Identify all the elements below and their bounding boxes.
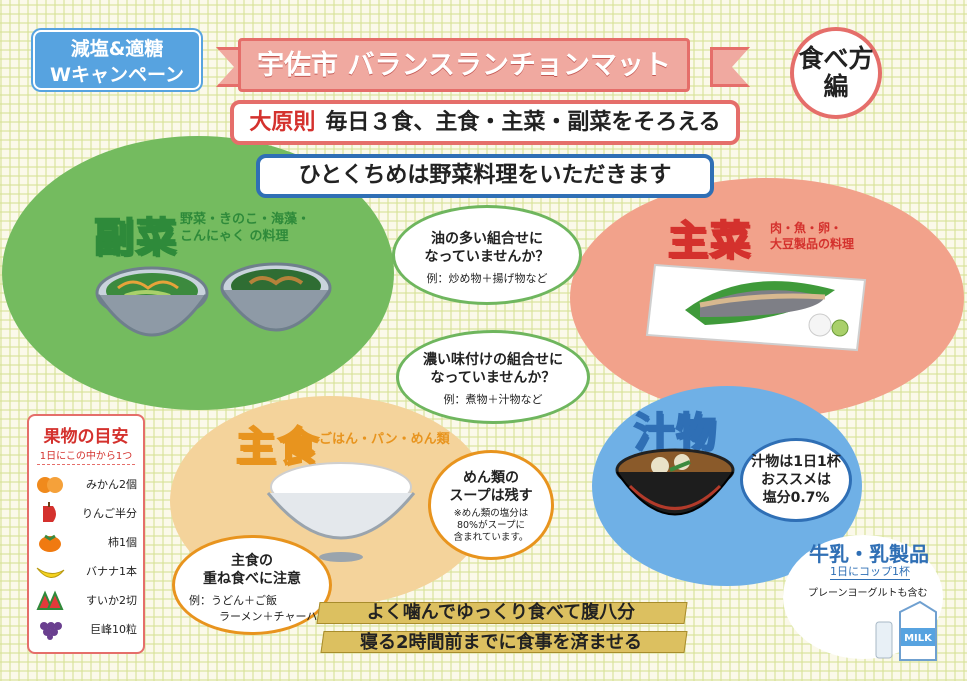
soup-bubble-line2: おススメは [761,472,831,488]
fukusai-sub1: 野菜・きのこ・海藻・ [180,212,311,227]
fruit-label: 柿1個 [108,535,137,549]
noodle-soup-bubble: めん類の スープは残す ※めん類の塩分は 80%がスープに 含まれています。 [428,450,554,560]
double-bubble-line2: 重ね食べに注意 [203,571,301,587]
oil-bubble-line2: なっていませんか？ [424,249,550,265]
fukusai-title: 副菜 [93,214,178,262]
howto-badge: 食べ方 編 [790,27,882,119]
noodle-note1: ※めん類の塩分は [453,508,529,519]
principle-box: 大原則毎日３食、主食・主菜・副菜をそろえる [230,100,740,145]
fruit-row: みかん2個 [29,469,143,498]
shusai-sub1: 肉・魚・卵・ [770,221,843,235]
watermelon-icon [35,589,65,611]
slogan-line1: よく噛んでゆっくり食べて腹八分 [366,602,636,623]
strong-bubble-example: 例：煮物＋汁物など [443,393,543,406]
strong-flavor-bubble: 濃い味付けの組合せに なっていませんか？ 例：煮物＋汁物など [396,330,590,424]
shusai-subtitle: 肉・魚・卵・ 大豆製品の料理 [770,220,854,252]
fruit-label: バナナ1本 [86,564,137,578]
principle-text: 毎日３食、主食・主菜・副菜をそろえる [325,110,721,135]
soup-bubble-line1: 汁物は1日1杯 [751,454,841,470]
veg-first-box: ひとくちめは野菜料理をいただきます [256,154,714,198]
principle-label: 大原則 [249,110,316,135]
soup-bubble-line3: 塩分0.7% [762,490,830,506]
milk-carton-label: MILK [904,633,933,644]
fruit-label: 巨峰10粒 [90,622,137,636]
noodle-note2: 80%がスープに [456,520,526,531]
noodle-bubble-note: ※めん類の塩分は 80%がスープに 含まれています。 [431,508,551,544]
fruit-row: すいか2切 [29,585,143,614]
banana-icon [35,560,65,582]
fruit-label: りんご半分 [82,506,137,520]
strong-bubble-line1: 濃い味付けの組合せに [423,352,563,368]
fruit-row: バナナ1本 [29,556,143,585]
miso-soup-bowl-icon [615,448,735,516]
fruit-label: みかん2個 [86,477,137,491]
apple-icon [35,501,65,524]
noodle-bubble-line1: めん類の [463,470,519,486]
campaign-line1: 減塩&適糖 [70,38,164,60]
double-bubble-ex1: 例：うどん＋ご飯 [189,594,277,607]
fukusai-subtitle: 野菜・きのこ・海藻・ こんにゃく の料理 [180,211,310,245]
milk-note: プレーンヨーグルトも含む [808,588,928,599]
rice-bowl-icon [266,462,416,562]
shushoku-title: 主食 [235,423,320,471]
double-staple-bubble: 主食の 重ね食べに注意 例：うどん＋ご飯 ラーメン＋チャーハン [172,535,332,635]
shusai-sub2: 大豆製品の料理 [770,237,855,251]
campaign-line2: Wキャンペーン [49,64,184,86]
milk-title: 牛乳・乳製品 [809,542,929,566]
howto-line1: 食べ方 [798,44,874,73]
fruit-subtitle: 1日にこの中から1つ [37,447,135,465]
milk-carton-icon: MILK [875,600,937,661]
fukusai-sub2: こんにゃく の料理 [180,229,289,244]
fruit-row: りんご半分 [29,498,143,527]
campaign-badge: 減塩&適糖 Wキャンペーン [33,30,201,90]
shusai-title: 主菜 [667,217,752,265]
fruit-row: 巨峰10粒 [29,614,143,643]
fruit-label: すいか2切 [86,593,137,607]
grilled-fish-plate-icon [645,263,867,352]
page-title: 宇佐市 バランスランチョンマット [238,38,690,92]
grapes-icon [35,618,65,640]
soup-salt-bubble: 汁物は1日1杯 おススメは 塩分0.7% [740,438,852,522]
howto-line2: 編 [823,72,849,101]
side-dish-bowls-icon [95,262,332,337]
ribbon-right-end [710,47,750,87]
noodle-note3: 含まれています。 [453,532,529,543]
mandarin-icon [35,473,65,495]
double-bubble-ex2: ラーメン＋チャーハン [219,610,329,623]
noodle-bubble-line2: スープは残す [449,488,533,504]
persimmon-icon [35,531,65,553]
shushoku-subtitle: ごはん・パン・めん類 [319,432,450,447]
fruit-row: 柿1個 [29,527,143,556]
oil-bubble-example: 例：炒め物＋揚げ物など [426,272,548,285]
strong-bubble-line2: なっていませんか？ [430,370,556,386]
double-bubble-line1: 主食の [231,553,273,569]
slogan-line2: 寝る2時間前までに食事を済ませる [360,632,642,653]
fruit-guide-box: 果物の目安 1日にこの中から1つ みかん2個 りんご半分 柿1個 バナナ1本 す… [27,414,145,654]
oil-bubble-line1: 油の多い組合せに [431,231,543,247]
milk-subtitle: 1日にコップ1杯 [830,565,910,580]
oil-combination-bubble: 油の多い組合せに なっていませんか？ 例：炒め物＋揚げ物など [392,205,582,305]
fruit-title: 果物の目安 [43,427,129,447]
